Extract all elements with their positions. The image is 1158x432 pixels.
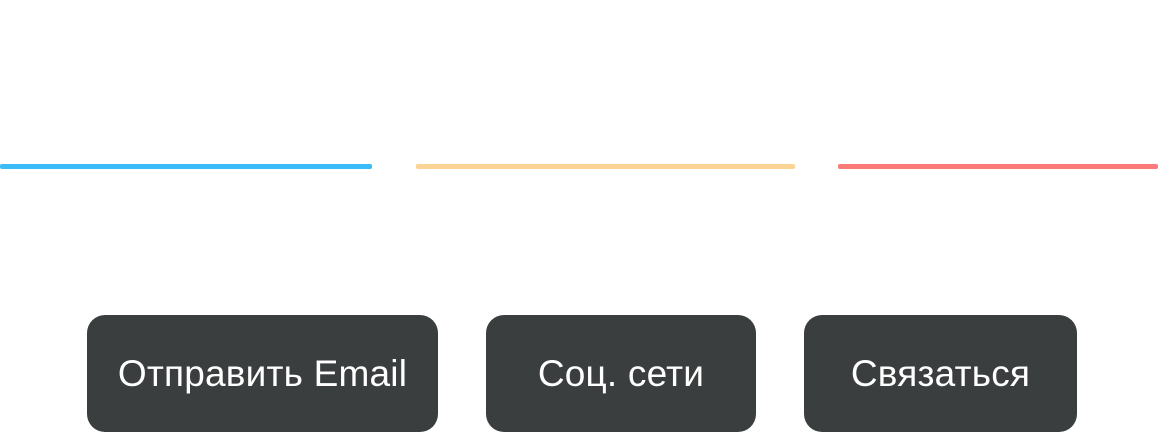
divider-line-red	[838, 164, 1158, 169]
send-email-button[interactable]: Отправить Email	[87, 315, 438, 432]
divider-line-yellow	[416, 164, 795, 169]
contact-button[interactable]: Связаться	[804, 315, 1077, 432]
social-networks-button[interactable]: Соц. сети	[486, 315, 756, 432]
divider-line-blue	[0, 164, 372, 169]
